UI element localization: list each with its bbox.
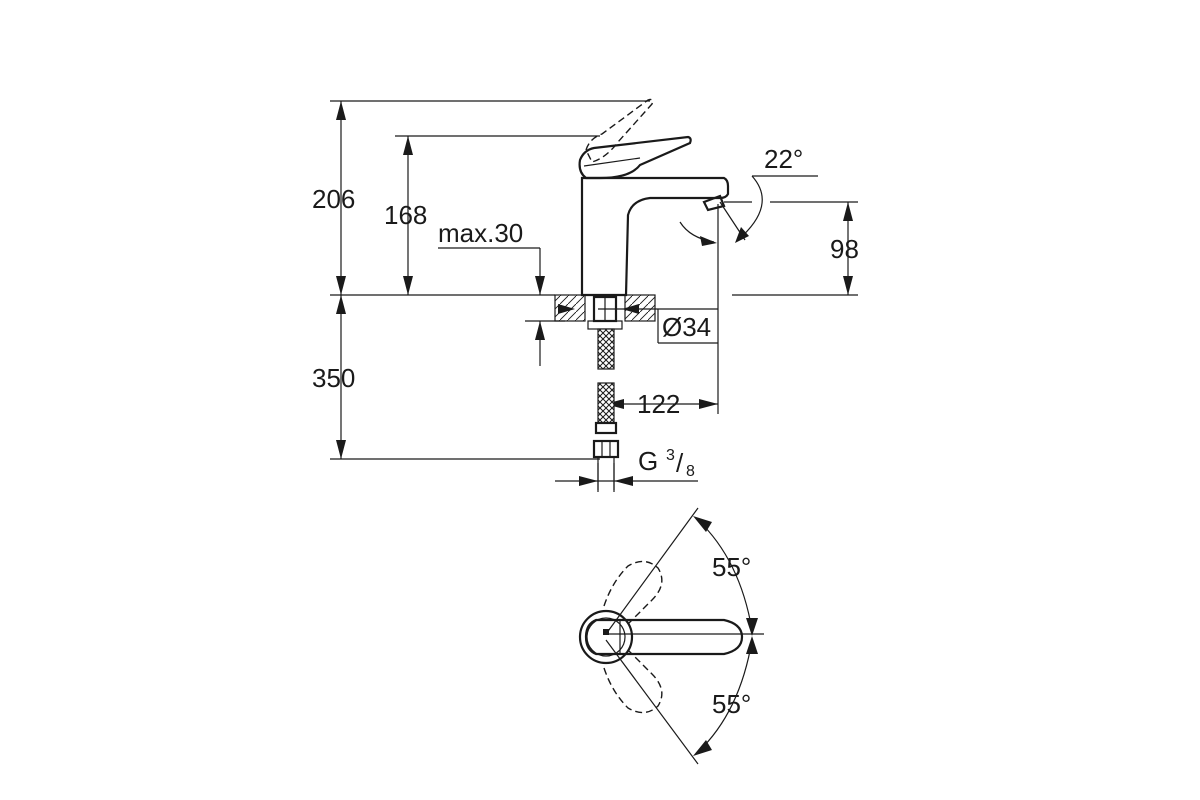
fixing-washer: [587, 320, 623, 330]
spout-aerator: [702, 194, 726, 212]
rotation-ray-lower: [605, 639, 699, 765]
dim-label-55deg-upper: 55°: [712, 552, 751, 582]
lever-joint-line: [583, 157, 641, 167]
arrow-rotation-upper-end: [746, 618, 758, 636]
hose-lower: [597, 382, 615, 424]
dim-label-g-den: 8: [686, 463, 695, 480]
worktop-left: [554, 294, 586, 322]
dim-label-dia34: Ø34: [662, 312, 711, 342]
side-elevation: 206 168 max.30 350 98 22°: [312, 98, 859, 492]
dim-label-122: 122: [637, 389, 680, 419]
arrow-max30-top: [535, 276, 545, 295]
hose-nut: [592, 439, 620, 459]
arrow-168-bottom: [403, 276, 413, 295]
lever-closed: [578, 135, 692, 180]
arrow-350-bottom: [336, 440, 346, 459]
arrow-max30-bottom: [535, 321, 545, 340]
dim-label-350: 350: [312, 363, 355, 393]
lever-rotated-lower: [603, 649, 663, 714]
arrow-206-bottom: [336, 276, 346, 295]
hose-connector: [594, 421, 618, 435]
dim-label-g: G: [638, 446, 658, 476]
arrow-206-top: [336, 101, 346, 120]
arrow-168-top: [403, 136, 413, 155]
dim-label-55deg-lower: 55°: [712, 689, 751, 719]
dim-label-206: 206: [312, 184, 355, 214]
dim-label-max30: max.30: [438, 218, 523, 248]
dim-label-98: 98: [830, 234, 859, 264]
arrow-350-top: [336, 295, 346, 314]
arc-flow: [679, 221, 715, 243]
lever-rotated-upper: [603, 560, 663, 625]
lever-raised-outline: [585, 98, 654, 163]
rotation-ray-upper: [605, 507, 699, 635]
arrow-rotation-lower-end: [746, 636, 758, 654]
worktop-section: [554, 294, 656, 322]
base-ring-outer: [578, 609, 634, 665]
worktop-right: [624, 294, 656, 322]
arrow-rotation-upper: [693, 516, 712, 532]
arrow-rotation-lower: [693, 740, 712, 756]
angle-ray-22deg: [719, 201, 746, 241]
lever-top-view: [584, 618, 744, 656]
dim-label-g-slash: /: [676, 448, 684, 478]
arrow-g38-left: [579, 476, 598, 486]
hose-upper: [597, 328, 615, 370]
arrow-flow: [700, 236, 717, 246]
arrow-98-bottom: [843, 276, 853, 295]
arrow-122-right: [699, 399, 718, 409]
base-ring-inner: [586, 617, 626, 657]
top-view: 55° 55°: [578, 507, 764, 765]
arrow-g38-right: [614, 476, 633, 486]
lever-indicator: [603, 629, 609, 635]
dim-label-g-num: 3: [666, 447, 675, 464]
faucet-body: [580, 176, 730, 297]
arrow-98-top: [843, 202, 853, 221]
dim-label-22deg: 22°: [764, 144, 803, 174]
dim-label-168: 168: [384, 200, 427, 230]
